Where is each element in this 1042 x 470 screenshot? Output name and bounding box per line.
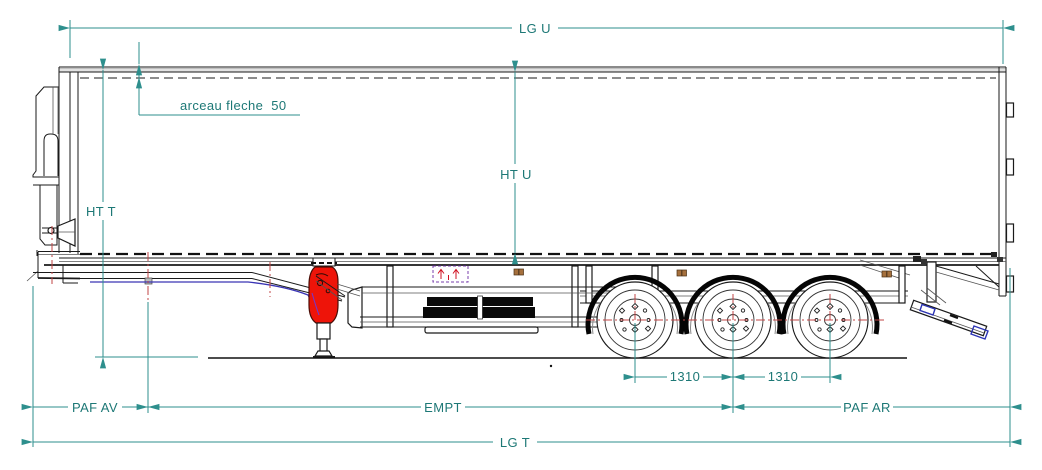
note-arceau-fleche: arceau fleche 50	[180, 98, 287, 113]
side-guard	[347, 265, 618, 334]
dim-label-lg-t: LG T	[500, 435, 530, 450]
rear-underrun	[909, 287, 989, 340]
front-wall-equipment	[32, 86, 80, 256]
dimensions: LG U arceau fleche 50 HT U HT T 1310 131…	[21, 20, 1022, 450]
dim-label-ht-u: HT U	[500, 167, 532, 182]
pneumatic-line	[90, 281, 317, 323]
dim-label-empt: EMPT	[424, 400, 462, 415]
dim-label-lg-u: LG U	[519, 21, 551, 36]
dim-label-axle-spacing-1: 1310	[670, 369, 701, 384]
dim-label-paf-av: PAF AV	[72, 400, 118, 415]
detail-markers	[432, 265, 892, 283]
ground-line	[208, 357, 907, 368]
centerlines	[51, 226, 886, 348]
dim-label-axle-spacing-2: 1310	[768, 369, 799, 384]
dim-label-paf-ar: PAF AR	[843, 400, 891, 415]
dim-label-ht-t: HT T	[86, 204, 116, 219]
landing-gear	[308, 257, 361, 358]
trailer-body	[44, 65, 1015, 297]
